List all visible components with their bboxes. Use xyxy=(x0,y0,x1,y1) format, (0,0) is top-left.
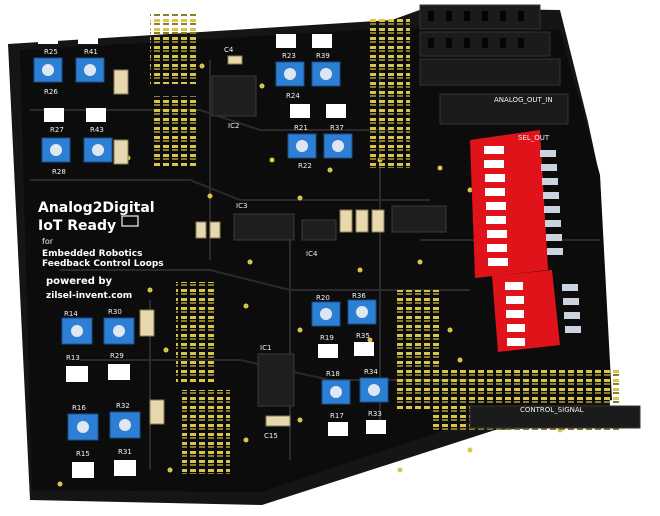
female-headers xyxy=(419,4,641,429)
label-r25: R25 xyxy=(44,48,58,56)
pot-group-top-left-2: R27 R43 R28 xyxy=(41,108,113,176)
label-r14: R14 xyxy=(64,310,78,318)
connector-analog-label: ANALOG_OUT_IN xyxy=(494,96,553,104)
pin-header-bottom xyxy=(182,390,230,474)
ic3-label: IC3 xyxy=(236,202,247,210)
circuit-symbol-icon xyxy=(121,215,139,227)
label-r15: R15 xyxy=(76,450,90,458)
label-r22: R22 xyxy=(298,162,312,170)
ic2-label: IC2 xyxy=(228,122,239,130)
label-r35: R35 xyxy=(356,332,370,340)
dip-switch-small xyxy=(492,270,560,352)
ic-right-chip xyxy=(391,205,447,233)
pot-group-left-2: R16 R32 R15 R31 xyxy=(67,402,141,478)
branding: Analog2Digital IoT Ready for Embedded Ro… xyxy=(38,200,164,301)
label-r20: R20 xyxy=(316,294,330,302)
pot-group-top-left-1: R25 R41 R26 xyxy=(33,30,105,96)
c15-label: C15 xyxy=(264,432,278,440)
label-r23: R23 xyxy=(282,52,296,60)
label-r13: R13 xyxy=(66,354,80,362)
pin-header-top xyxy=(150,14,196,84)
title-line-2: IoT Ready xyxy=(38,218,116,234)
label-r43: R43 xyxy=(90,126,104,134)
title-line-1: Analog2Digital xyxy=(38,200,155,216)
pin-headers xyxy=(150,14,620,474)
pot-group-center-1: R20 R36 R19 R35 xyxy=(311,292,377,358)
ic3-chip: IC3 xyxy=(233,202,295,241)
label-r17: R17 xyxy=(330,412,344,420)
ic1-chip: IC1 xyxy=(257,344,295,407)
label-r41: R41 xyxy=(84,48,98,56)
label-r37: R37 xyxy=(330,124,344,132)
pin-header-top-2 xyxy=(154,96,198,166)
pot-group-top-mid-1: R23 R39 R24 xyxy=(275,34,341,100)
label-r24: R24 xyxy=(286,92,300,100)
pin-header-right xyxy=(370,18,410,168)
label-r27: R27 xyxy=(50,126,64,134)
ic4-chip: IC4 xyxy=(301,219,337,258)
for-text: for xyxy=(42,237,54,246)
connector-control-label: CONTROL_SIGNAL xyxy=(520,406,584,414)
purpose-line-1: Embedded Robotics xyxy=(42,249,142,259)
pot-group-left-1: R14 R30 R13 R29 xyxy=(61,308,135,382)
ic2-chip: IC2 xyxy=(211,75,257,130)
label-r19: R19 xyxy=(320,334,334,342)
pot-group-top-mid-2: R21 R37 R22 xyxy=(287,104,353,170)
trim-pot-r43 xyxy=(83,137,113,163)
label-r29: R29 xyxy=(110,352,124,360)
label-r28: R28 xyxy=(52,168,66,176)
label-r30: R30 xyxy=(108,308,122,316)
ic1-label: IC1 xyxy=(260,344,271,352)
label-r32: R32 xyxy=(116,402,130,410)
website-text: zilsel-invent.com xyxy=(46,291,132,301)
powered-by-text: powered by xyxy=(46,276,113,287)
smd-components xyxy=(113,55,385,427)
label-r33: R33 xyxy=(368,410,382,418)
label-r21: R21 xyxy=(294,124,308,132)
ic4-label: IC4 xyxy=(306,250,318,258)
resistor-column xyxy=(540,150,581,333)
dip-switch-large xyxy=(470,130,548,278)
pot-group-center-2: R18 R34 R17 R33 xyxy=(321,368,389,436)
label-r39: R39 xyxy=(316,52,330,60)
label-r31: R31 xyxy=(118,448,132,456)
label-r18: R18 xyxy=(326,370,340,378)
c4-label: C4 xyxy=(224,46,234,54)
label-r36: R36 xyxy=(352,292,366,300)
label-r34: R34 xyxy=(364,368,378,376)
dip-switch-label: SEL_OUT xyxy=(518,134,550,142)
label-r16: R16 xyxy=(72,404,86,412)
pin-header-mid xyxy=(176,282,216,382)
label-r26: R26 xyxy=(44,88,58,96)
purpose-line-2: Feedback Control Loops xyxy=(42,259,164,269)
